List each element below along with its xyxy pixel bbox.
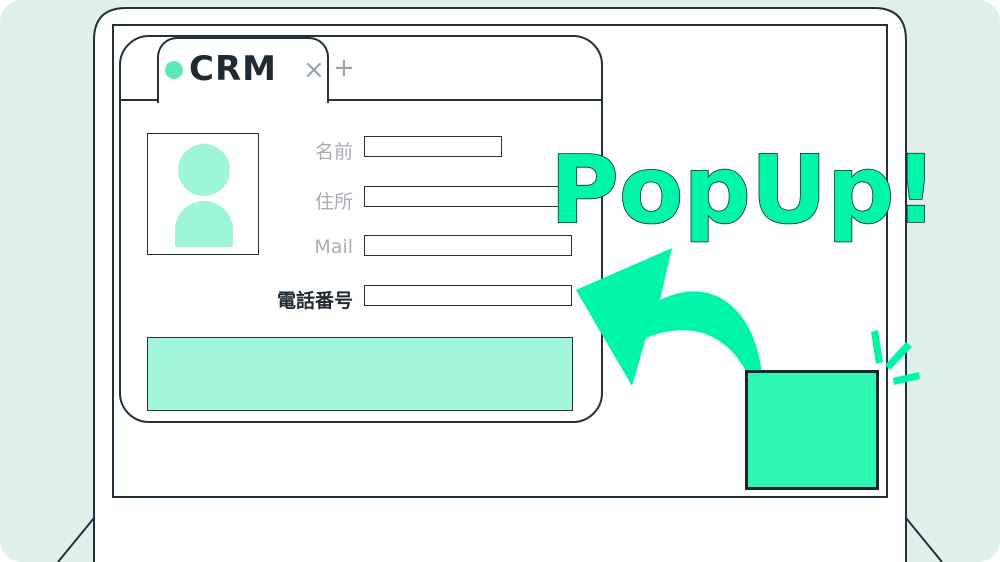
close-icon[interactable]: × (303, 55, 325, 85)
laptop-base-left (57, 517, 95, 562)
popup-source-box (745, 370, 879, 490)
phone-label: 電話番号 (276, 290, 353, 312)
popup-title-text: PopUp! (550, 136, 937, 245)
person-silhouette-icon (178, 144, 230, 196)
submit-button[interactable] (147, 337, 573, 411)
address-field[interactable] (364, 186, 572, 207)
popup-title: PopUp! (549, 135, 938, 246)
add-tab-icon[interactable]: + (333, 53, 355, 83)
laptop-base-right (905, 517, 943, 562)
tab-title: CRM (189, 49, 277, 89)
mail-field[interactable] (364, 235, 572, 256)
tab-bar (121, 37, 601, 101)
person-silhouette-body (175, 201, 233, 247)
phone-field[interactable] (364, 285, 572, 306)
tab-crm[interactable]: CRM × (157, 37, 329, 103)
crm-window: CRM × + 名前 住所 Mail 電話番号 (119, 35, 603, 423)
tab-status-dot-icon (165, 61, 183, 79)
mail-label: Mail (314, 236, 353, 258)
address-label: 住所 (314, 191, 353, 213)
name-field[interactable] (364, 136, 502, 157)
profile-photo (147, 133, 259, 255)
name-label: 名前 (314, 141, 353, 163)
